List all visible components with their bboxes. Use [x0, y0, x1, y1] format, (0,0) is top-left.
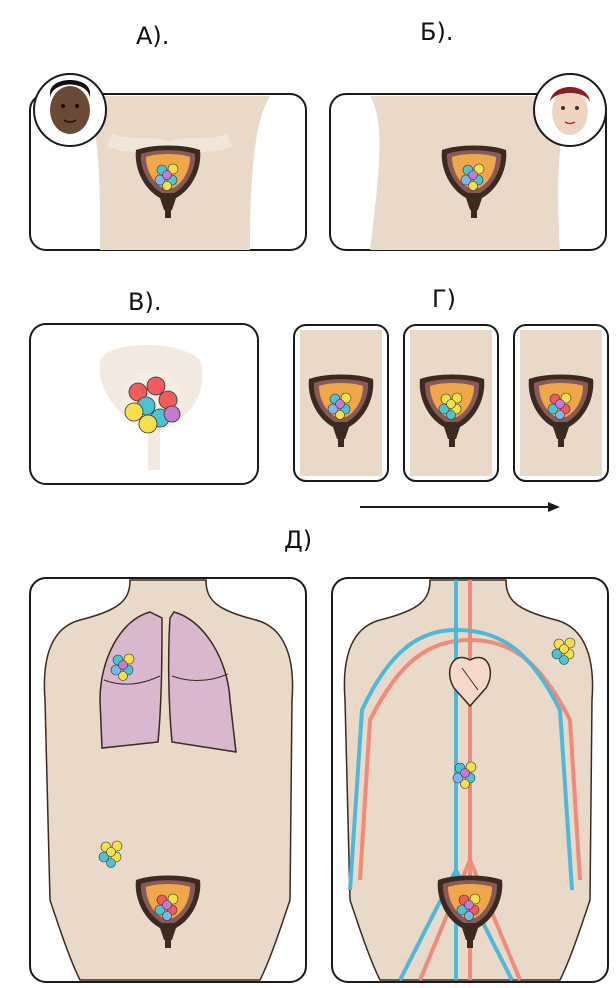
panel-d-right	[332, 578, 608, 982]
panel-g-2	[404, 325, 498, 481]
panel-a	[30, 74, 306, 250]
panel-g-3	[514, 325, 608, 481]
time-arrow-icon	[360, 502, 560, 512]
panel-d-left	[30, 578, 306, 982]
panel-b	[330, 74, 606, 250]
panel-g-1	[294, 325, 388, 481]
panel-v	[30, 324, 258, 484]
